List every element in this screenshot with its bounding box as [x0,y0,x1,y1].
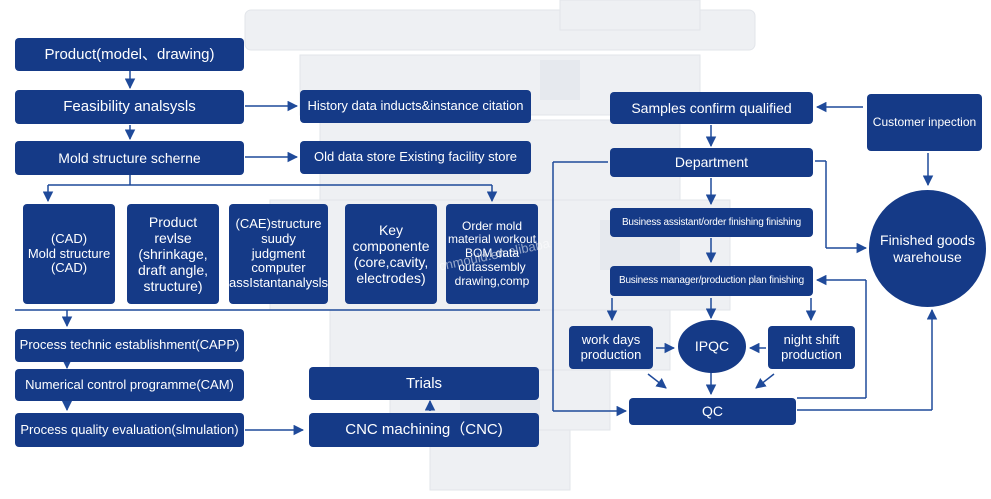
trials-box: Trials [309,367,539,400]
qc-box: QC [629,398,796,425]
numerical-control-cam-box: Numerical control programme(CAM) [15,369,244,401]
department-box: Department [610,148,813,177]
cad-mold-structure-box: (CAD) Mold structure (CAD) [23,204,115,304]
business-manager-box: Business manager/production plan finishi… [610,266,813,296]
night-shift-production-box: night shift production [768,326,855,369]
ipqc-node: IPQC [678,320,746,373]
history-data-box: History data inducts&instance citation [300,90,531,123]
product-revise-box: Product revlse (shrinkage, draft angle, … [127,204,219,304]
process-technic-capp-box: Process technic establishment(CAPP) [15,329,244,362]
process-quality-simulation-box: Process quality evaluation(slmulation) [15,413,244,447]
order-mold-material-box: Order mold material workout BOM data out… [446,204,538,304]
cnc-machining-box: CNC machining（CNC) [309,413,539,447]
business-assistant-box: Business assistant/order finishing finis… [610,208,813,237]
work-days-production-box: work days production [569,326,653,369]
mold-structure-scheme-box: Mold structure scherne [15,141,244,175]
finished-goods-warehouse-node: Finished goods warehouse [869,190,986,307]
cae-structure-box: (CAE)structure suudy judgment computer a… [229,204,328,304]
product-box: Product(model、drawing) [15,38,244,71]
key-components-box: Key componente (core,cavity, electrodes) [345,204,437,304]
feasibility-analysis-box: Feasibility analsysls [15,90,244,124]
samples-confirm-box: Samples confirm qualified [610,92,813,124]
old-data-store-box: Old data store Existing facility store [300,141,531,174]
customer-inspection-box: Customer inpection [867,94,982,151]
